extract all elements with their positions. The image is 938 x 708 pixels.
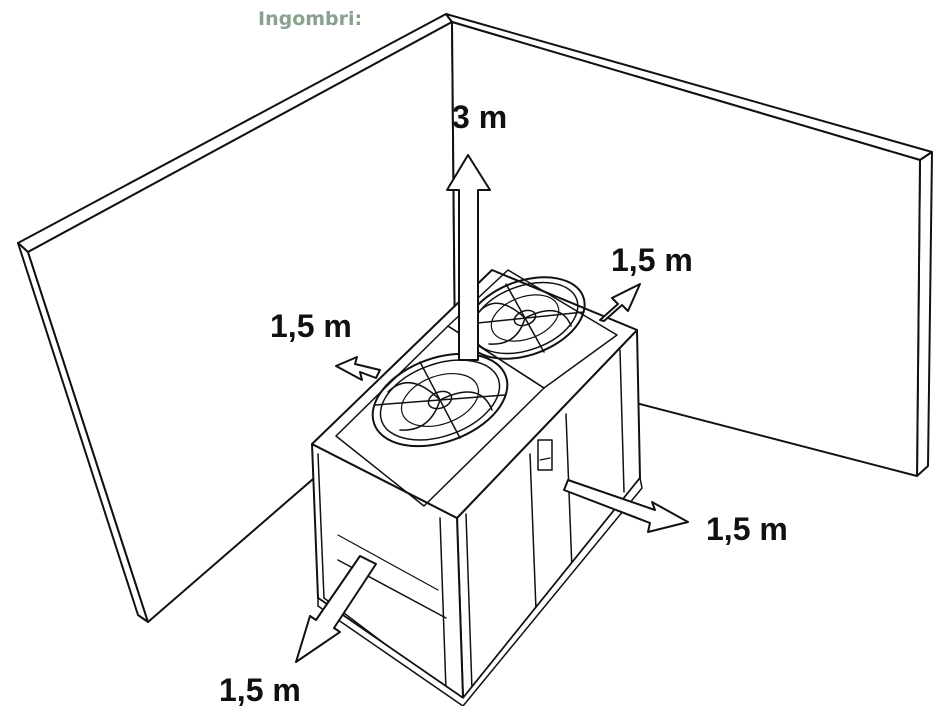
clearance-arrow-right [563,479,689,533]
left-wall [17,13,456,623]
clearance-arrow-front [295,555,377,663]
clearance-label-front: 1,5 m [219,672,301,708]
section-heading: Ingombri: [258,8,363,30]
clearance-arrow-left [335,356,381,381]
fan-front [371,352,509,448]
clearance-label-rear: 1,5 m [611,242,693,278]
chiller-unit [311,269,643,706]
clearance-arrow-rear [599,283,641,322]
clearance-label-left: 1,5 m [270,308,352,344]
clearance-label-top: 3 m [452,99,508,135]
clearance-label-right: 1,5 m [706,511,788,547]
clearance-arrow-up [446,154,491,361]
